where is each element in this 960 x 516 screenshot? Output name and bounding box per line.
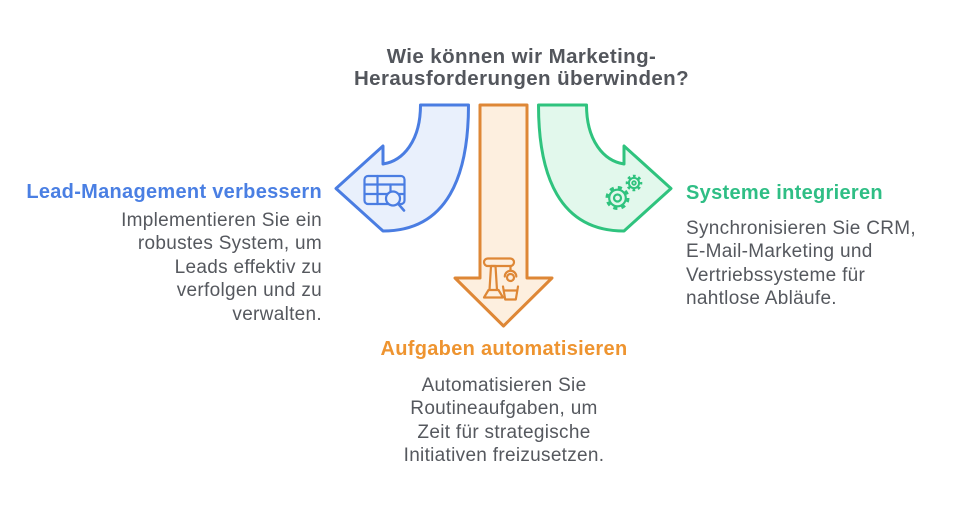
lead-curved-arrow	[334, 103, 470, 233]
section-lead-management: Lead-Management verbessern Implementiere…	[0, 181, 322, 326]
robot-arm-icon	[482, 257, 520, 301]
tasks-section-body: Automatisieren Sie Routineaufgaben, um Z…	[403, 375, 605, 467]
systems-section-title: Systeme integrieren	[686, 182, 883, 204]
section-systeme-integrieren: Systeme integrieren Synchronisieren Sie …	[686, 182, 956, 311]
systems-section-body: Synchronisieren Sie CRM, E-Mail-Marketin…	[686, 218, 917, 310]
page-title: Wie können wir Marketing- Herausforderun…	[353, 45, 690, 90]
tasks-down-arrow	[453, 103, 554, 328]
table-search-icon	[363, 174, 406, 212]
lead-section-title: Lead-Management verbessern	[26, 181, 322, 203]
gears-icon	[605, 174, 643, 211]
tasks-section-title: Aufgaben automatisieren	[380, 338, 628, 360]
lead-section-body: Implementieren Sie ein robustes System, …	[121, 210, 322, 325]
systems-curved-arrow	[537, 103, 673, 233]
section-aufgaben-automatisieren: Aufgaben automatisieren Automatisieren S…	[329, 338, 679, 468]
